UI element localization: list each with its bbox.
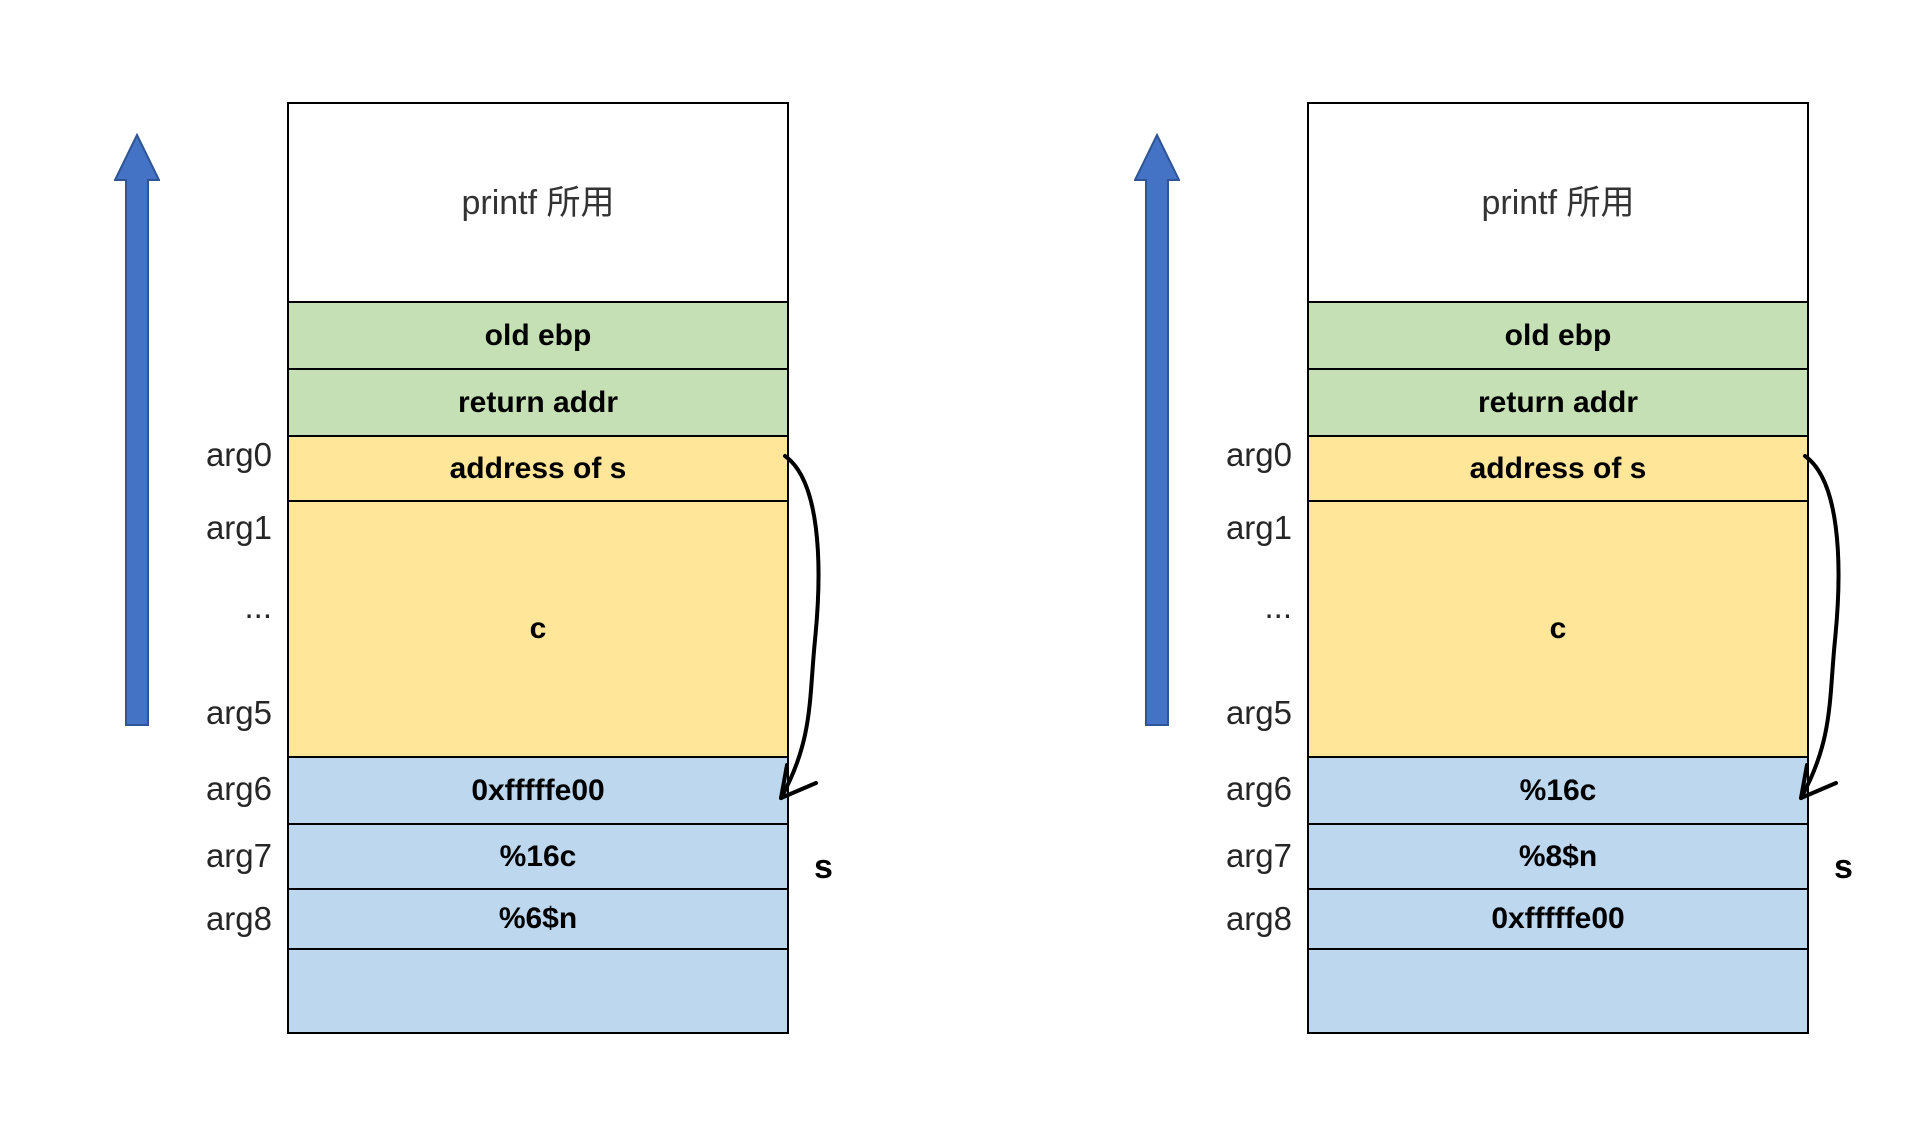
stack-cell-printf: printf 所用 xyxy=(1481,183,1635,222)
s-pointer-label: s xyxy=(1834,848,1853,886)
up-arrow-icon xyxy=(114,133,160,726)
stack-cell-arg6: 0xfffffe00 xyxy=(289,756,787,823)
arg1-label: arg1 xyxy=(205,509,272,546)
stack-cell-c: c xyxy=(289,500,787,756)
stack-cell-arg6: %16c xyxy=(1309,756,1807,823)
arg6-label: arg6 xyxy=(1225,770,1292,807)
stack-cell-arg8: 0xfffffe00 xyxy=(1309,888,1807,948)
pointer-curve-arrow-icon xyxy=(779,454,821,800)
arg8-label: arg8 xyxy=(205,900,272,937)
stack-cell-address-of-s: address of s xyxy=(289,435,787,500)
arg-ellipsis-label: ... xyxy=(1264,588,1292,625)
arg8-label: arg8 xyxy=(1225,900,1292,937)
pointer-curve-arrow-icon xyxy=(1799,454,1841,800)
stack-diagram-right: arg0 arg1 ... arg5 arg6 arg7 arg8 printf… xyxy=(1020,0,1920,1131)
arg5-label: arg5 xyxy=(205,694,272,731)
stack-cell-return-addr: return addr xyxy=(289,368,787,435)
arg6-label: arg6 xyxy=(205,770,272,807)
stack-box: printf 所用 old ebp return addr address of… xyxy=(287,102,789,1034)
arg0-label: arg0 xyxy=(205,436,272,473)
stack-cell-address-of-s: address of s xyxy=(1309,435,1807,500)
arg0-label: arg0 xyxy=(1225,436,1292,473)
stack-cell-arg8: %6$n xyxy=(289,888,787,948)
stack-cell-return-addr: return addr xyxy=(1309,368,1807,435)
stack-diagram-left: arg0 arg1 ... arg5 arg6 arg7 arg8 printf… xyxy=(0,0,903,1131)
arg1-label: arg1 xyxy=(1225,509,1292,546)
s-pointer-label: s xyxy=(814,848,833,886)
stack-cell-c: c xyxy=(1309,500,1807,756)
arg-ellipsis-label: ... xyxy=(244,588,272,625)
arg7-label: arg7 xyxy=(205,837,272,874)
stack-cell-arg7: %16c xyxy=(289,823,787,888)
stack-box: printf 所用 old ebp return addr address of… xyxy=(1307,102,1809,1034)
stack-cell-arg7: %8$n xyxy=(1309,823,1807,888)
arg5-label: arg5 xyxy=(1225,694,1292,731)
stack-cell-empty xyxy=(289,948,787,1032)
arg7-label: arg7 xyxy=(1225,837,1292,874)
up-arrow-icon xyxy=(1134,133,1180,726)
stack-cell-old-ebp: old ebp xyxy=(289,301,787,368)
stack-cell-printf: printf 所用 xyxy=(461,183,615,222)
stack-cell-old-ebp: old ebp xyxy=(1309,301,1807,368)
stack-cell-empty xyxy=(1309,948,1807,1032)
